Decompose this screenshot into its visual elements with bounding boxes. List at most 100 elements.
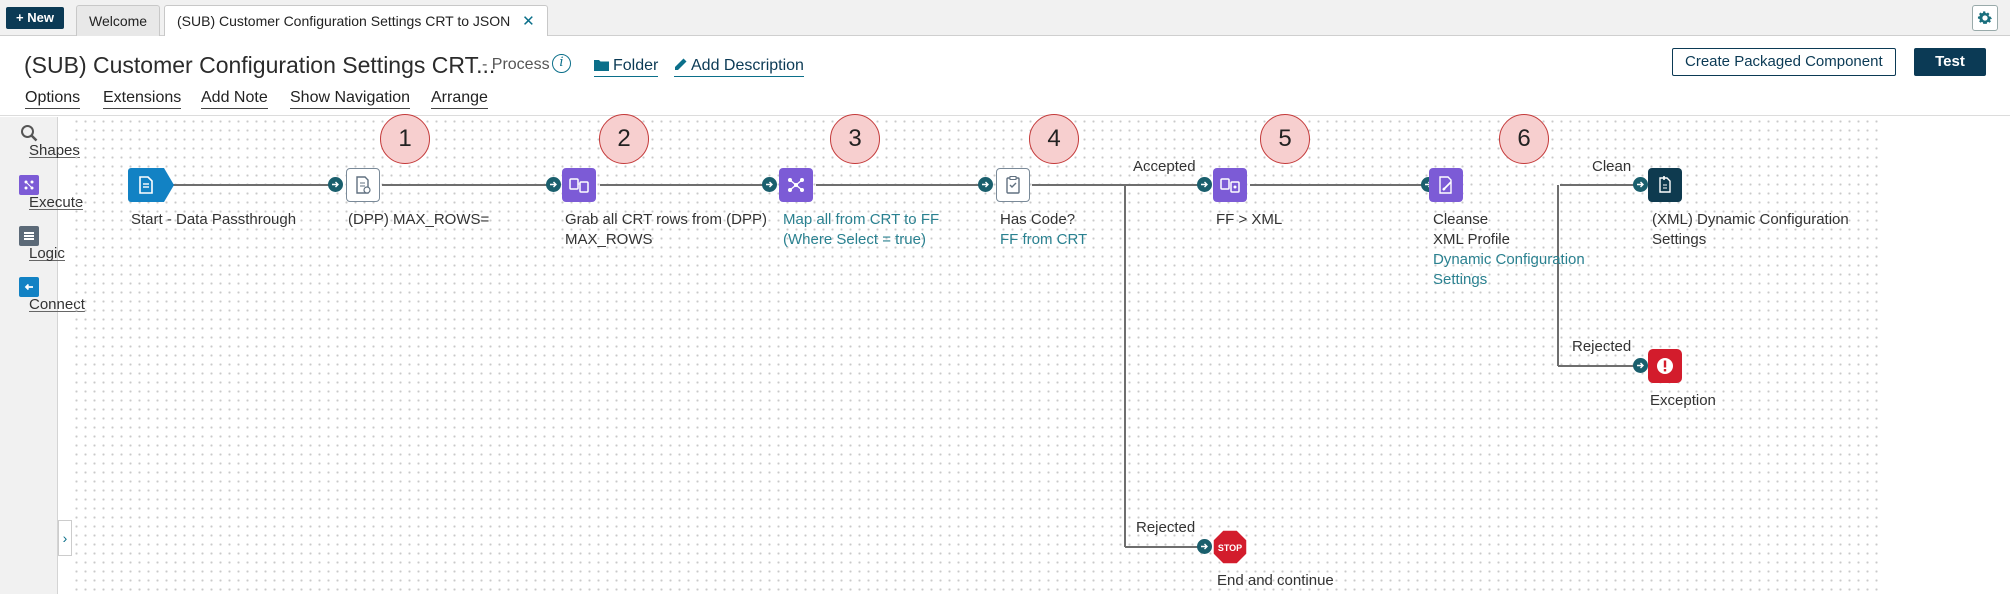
return-documents-icon — [1659, 176, 1671, 193]
arrow-right-icon — [1201, 181, 1208, 188]
connector-port[interactable] — [1197, 177, 1212, 192]
stop-text: STOP — [1218, 543, 1242, 553]
info-icon[interactable]: i — [552, 54, 571, 73]
path-label-clean: Clean — [1592, 158, 1632, 175]
clipboard-check-icon — [1006, 176, 1020, 194]
process-header: (SUB) Customer Configuration Settings CR… — [0, 36, 2010, 116]
connector-port[interactable] — [546, 177, 561, 192]
step-5-label: FF > XML — [1216, 211, 1283, 228]
arrow-right-icon — [550, 181, 557, 188]
palette-label: Connect — [29, 296, 85, 313]
properties-icon — [356, 176, 371, 194]
new-button[interactable]: + New — [6, 7, 64, 29]
folder-icon — [594, 60, 609, 71]
arrow-right-icon — [1201, 543, 1208, 550]
palette-shapes[interactable]: Shapes — [4, 123, 80, 158]
options-menu[interactable]: Options — [25, 88, 81, 109]
connector-port[interactable] — [1633, 358, 1648, 373]
arrow-right-icon — [766, 181, 773, 188]
step-6-label-line3[interactable]: Dynamic Configuration — [1433, 251, 1585, 268]
start-shape[interactable] — [128, 168, 164, 202]
step-number-5: 5 — [1260, 114, 1310, 164]
palette-label: Execute — [29, 194, 84, 211]
palette-execute[interactable]: Execute — [4, 175, 84, 210]
step-number-3: 3 — [830, 114, 880, 164]
set-properties-shape[interactable] — [346, 168, 380, 202]
start-arrow-tip — [164, 168, 174, 202]
data-process-icon — [1220, 178, 1240, 193]
step-6-label-line1: Cleanse — [1433, 211, 1489, 228]
end-xml-label-line1: (XML) Dynamic Configuration — [1652, 211, 1849, 228]
add-description-label: Add Description — [691, 57, 804, 74]
component-type: - Process — [482, 56, 550, 73]
exception-shape[interactable] — [1648, 349, 1682, 383]
folder-link[interactable]: Folder — [594, 56, 659, 77]
arrow-right-icon — [1637, 362, 1644, 369]
step-1-label: (DPP) MAX_ROWS= — [348, 211, 490, 228]
path-label-rejected-cleanse: Rejected — [1572, 338, 1632, 355]
close-icon[interactable]: ✕ — [522, 13, 535, 30]
step-3-label-line1[interactable]: Map all from CRT to FF — [783, 211, 940, 228]
cleanse-icon — [1439, 176, 1452, 194]
stop-shape[interactable]: STOP — [1212, 529, 1248, 565]
step-4-label-line2[interactable]: FF from CRT — [1000, 231, 1088, 248]
arrow-right-icon — [1637, 181, 1644, 188]
connector-port[interactable] — [762, 177, 777, 192]
tab-label: (SUB) Customer Configuration Settings CR… — [177, 13, 511, 29]
show-navigation-menu[interactable]: Show Navigation — [290, 88, 411, 109]
connection-lines — [170, 184, 1641, 548]
step-6-label-line4[interactable]: Settings — [1433, 271, 1488, 288]
page-title: (SUB) Customer Configuration Settings CR… — [24, 52, 496, 78]
folder-label: Folder — [613, 57, 659, 74]
connector-port[interactable] — [1197, 539, 1212, 554]
exclamation-icon — [1657, 358, 1673, 374]
arrow-right-icon — [332, 181, 339, 188]
cleanse-shape[interactable] — [1429, 168, 1463, 202]
search-icon — [19, 123, 39, 143]
connector-port[interactable] — [978, 177, 993, 192]
settings-button[interactable] — [1972, 5, 1998, 31]
palette-label: Shapes — [29, 142, 80, 159]
exception-label: Exception — [1650, 392, 1716, 409]
connector-shape[interactable] — [562, 168, 596, 202]
arrange-menu[interactable]: Arrange — [431, 88, 488, 109]
test-button[interactable]: Test — [1914, 48, 1986, 76]
step-3-label-line2[interactable]: (Where Select = true) — [783, 231, 926, 248]
map-icon — [788, 178, 804, 192]
step-number-6: 6 — [1499, 114, 1549, 164]
document-icon — [139, 176, 153, 194]
connector-port[interactable] — [328, 177, 343, 192]
palette-logic[interactable]: Logic — [4, 226, 65, 261]
step-4-label-line1: Has Code? — [1000, 211, 1076, 228]
return-documents-shape[interactable] — [1648, 168, 1682, 202]
path-label-rejected: Rejected — [1136, 519, 1196, 536]
palette-connect[interactable]: Connect — [4, 277, 85, 312]
palette-label: Logic — [29, 245, 65, 262]
tab-label: Welcome — [89, 13, 148, 29]
connector-port[interactable] — [1633, 177, 1648, 192]
step-number-2: 2 — [599, 114, 649, 164]
tab-process[interactable]: (SUB) Customer Configuration Settings CR… — [164, 5, 548, 37]
tab-welcome[interactable]: Welcome — [76, 5, 161, 36]
create-packaged-component-button[interactable]: Create Packaged Component — [1672, 48, 1896, 76]
stop-label: End and continue — [1217, 572, 1334, 589]
map-shape[interactable] — [779, 168, 813, 202]
step-number-1: 1 — [380, 114, 430, 164]
add-note-menu[interactable]: Add Note — [201, 88, 268, 109]
data-process-shape[interactable] — [1213, 168, 1247, 202]
extensions-menu[interactable]: Extensions — [103, 88, 182, 109]
end-xml-label-line2: Settings — [1652, 231, 1707, 248]
connect-icon — [19, 277, 39, 297]
shape-palette: Shapes Execute Logic Connect — [0, 117, 85, 594]
step-2-label-line2: MAX_ROWS — [565, 231, 653, 248]
pencil-icon — [675, 58, 687, 70]
database-icon — [569, 178, 589, 193]
business-rules-shape[interactable] — [996, 168, 1030, 202]
expand-panel-button[interactable]: › — [58, 520, 72, 556]
path-label-accepted: Accepted — [1133, 158, 1196, 175]
process-canvas[interactable]: Start - Data Passthrough 1 (DPP) MAX_ROW… — [72, 114, 1880, 594]
gear-icon — [1977, 11, 1993, 24]
add-description-link[interactable]: Add Description — [674, 56, 804, 77]
arrow-right-icon — [982, 181, 989, 188]
step-2-label-line1: Grab all CRT rows from (DPP) — [565, 211, 767, 228]
